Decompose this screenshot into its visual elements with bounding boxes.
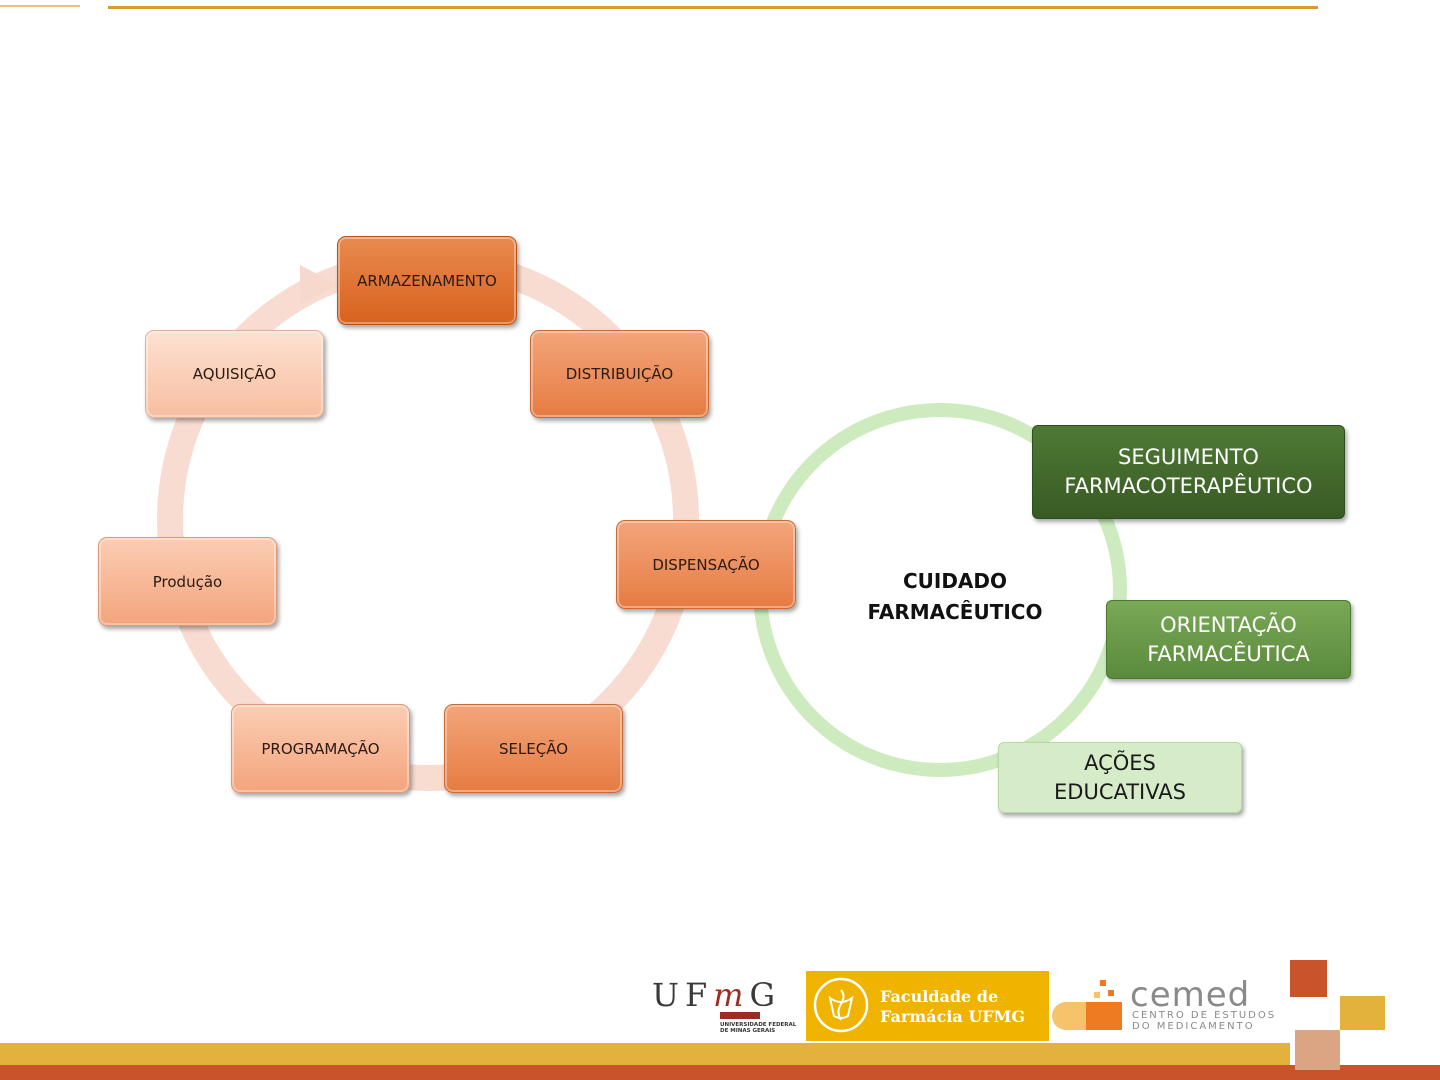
cemed-subtitle-line2: DO MEDICAMENTO bbox=[1132, 1021, 1276, 1032]
programacao-label: PROGRAMAÇÃO bbox=[261, 740, 379, 758]
selecao-box: SELEÇÃO bbox=[444, 704, 623, 793]
faculdade-emblem-icon bbox=[812, 976, 870, 1034]
seguimento-box: SEGUIMENTO FARMACOTERAPÊUTICO bbox=[1032, 425, 1345, 519]
ufmg-logo: UFmG bbox=[652, 976, 781, 1014]
cemed-subtitle: CENTRO DE ESTUDOS DO MEDICAMENTO bbox=[1132, 1010, 1276, 1032]
center-title-line1: CUIDADO bbox=[830, 566, 1080, 597]
ufmg-letter-m: m bbox=[713, 976, 749, 1014]
cuidado-farmaceutico-title: CUIDADO FARMACÊUTICO bbox=[830, 566, 1080, 628]
aquisicao-label: AQUISIÇÃO bbox=[193, 365, 276, 383]
producao-label: Produção bbox=[153, 573, 222, 591]
armazenamento-label: ARMAZENAMENTO bbox=[357, 272, 497, 290]
ufmg-letter-g: G bbox=[750, 976, 782, 1014]
orientacao-box: ORIENTAÇÃO FARMACÊUTICA bbox=[1106, 600, 1351, 679]
dispensacao-box: DISPENSAÇÃO bbox=[616, 520, 796, 609]
ufmg-subtitle-line2: DE MINAS GERAIS bbox=[720, 1028, 800, 1034]
programacao-box: PROGRAMAÇÃO bbox=[231, 704, 410, 793]
cemed-wordmark: cemed bbox=[1130, 975, 1250, 1015]
seguimento-line1: SEGUIMENTO bbox=[1064, 443, 1312, 472]
selecao-label: SELEÇÃO bbox=[499, 740, 568, 758]
distribuicao-label: DISTRIBUIÇÃO bbox=[566, 365, 673, 383]
decor-square-tan bbox=[1295, 1030, 1340, 1070]
dispensacao-label: DISPENSAÇÃO bbox=[652, 556, 759, 574]
distribuicao-box: DISTRIBUIÇÃO bbox=[530, 330, 709, 418]
ufmg-letter-f: F bbox=[685, 976, 713, 1014]
acoes-line1: AÇÕES bbox=[1054, 749, 1186, 778]
orientacao-line2: FARMACÊUTICA bbox=[1147, 640, 1310, 669]
center-title-line2: FARMACÊUTICO bbox=[830, 597, 1080, 628]
cemed-capsule-icon bbox=[1050, 972, 1130, 1037]
acoes-line2: EDUCATIVAS bbox=[1054, 778, 1186, 807]
ufmg-letter-u: U bbox=[652, 976, 685, 1014]
decor-square-orange bbox=[1290, 960, 1327, 997]
faculdade-text: Faculdade de Farmácia UFMG bbox=[880, 987, 1025, 1027]
seguimento-line2: FARMACOTERAPÊUTICO bbox=[1064, 472, 1312, 501]
faculdade-line1: Faculdade de bbox=[880, 987, 1025, 1007]
acoes-box: AÇÕES EDUCATIVAS bbox=[998, 742, 1242, 813]
decor-square-yellow bbox=[1340, 996, 1385, 1030]
faculdade-line2: Farmácia UFMG bbox=[880, 1007, 1025, 1027]
producao-box: Produção bbox=[98, 537, 277, 626]
armazenamento-box: ARMAZENAMENTO bbox=[337, 236, 517, 325]
orientacao-line1: ORIENTAÇÃO bbox=[1147, 611, 1310, 640]
footer-orange-band bbox=[0, 1065, 1440, 1080]
ufmg-subtitle: UNIVERSIDADE FEDERAL DE MINAS GERAIS bbox=[720, 1022, 800, 1034]
footer-yellow-band bbox=[0, 1043, 1290, 1065]
cemed-subtitle-line1: CENTRO DE ESTUDOS bbox=[1132, 1010, 1276, 1021]
aquisicao-box: AQUISIÇÃO bbox=[145, 330, 324, 418]
ufmg-logo-bar bbox=[720, 1012, 760, 1019]
